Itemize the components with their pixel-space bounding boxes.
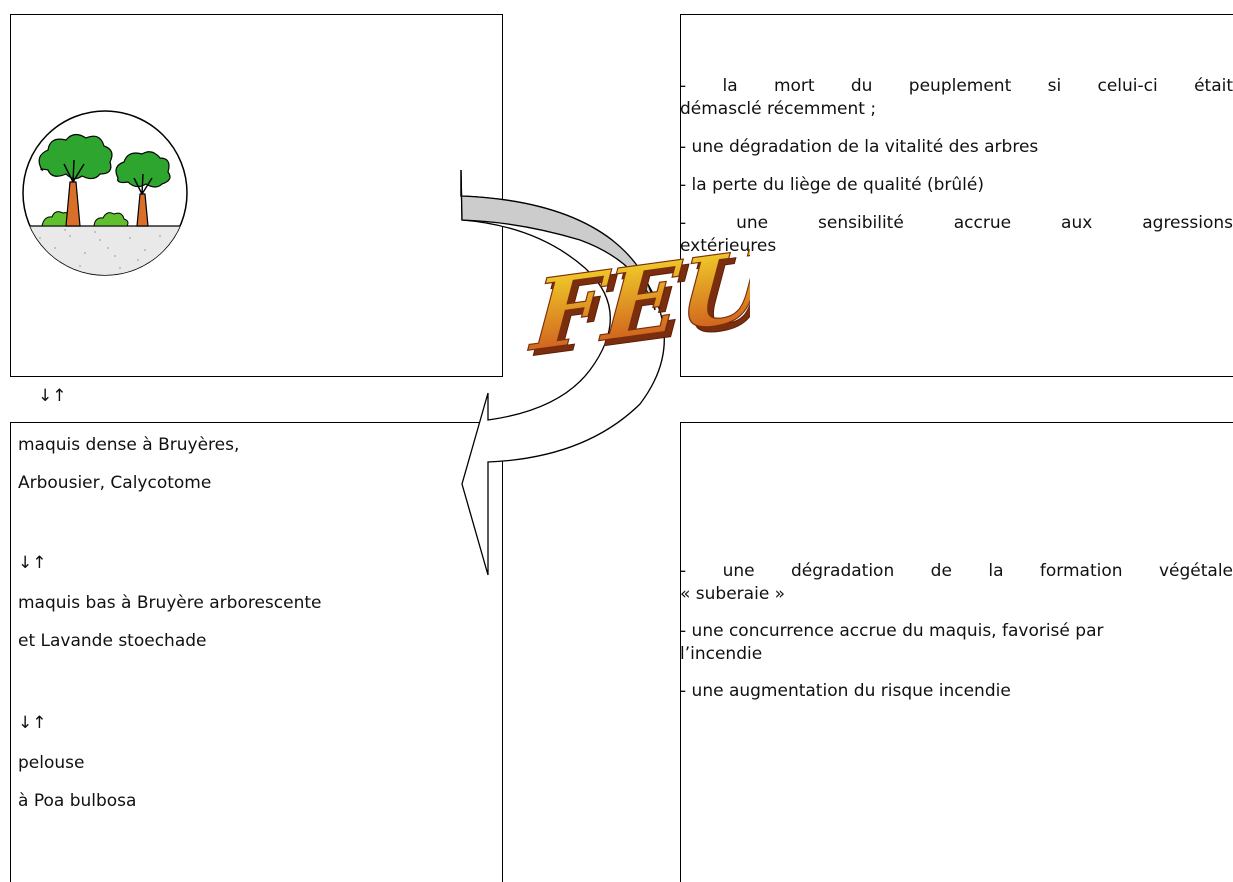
effect-stand-death-line-2: démasclé récemment ; — [680, 99, 877, 119]
effect-maquis-line-2: l’incendie — [680, 644, 763, 664]
succession-line-2: Arbousier, Calycotome — [18, 473, 212, 493]
succession-arrows-1: ↓↑ — [18, 553, 47, 573]
effect-maquis-line-1: - une concurrence accrue du maquis, favo… — [680, 621, 1104, 641]
effect-vitality: - une dégradation de la vitalité des arb… — [680, 137, 1039, 157]
box-fire-effects-formation — [680, 422, 1233, 882]
feux-face: FEUX — [525, 240, 750, 374]
effect-sensitivity-line-1: - une sensibilité accrue aux agressions — [680, 213, 1233, 233]
effect-formation-line-1: - une dégradation de la formation végéta… — [680, 561, 1233, 581]
succession-line-3: maquis bas à Bruyère arborescente — [18, 593, 322, 613]
succession-line-1: maquis dense à Bruyères, — [18, 435, 240, 455]
effect-cork-loss: - la perte du liège de qualité (brûlé) — [680, 175, 984, 195]
succession-line-6: à Poa bulbosa — [18, 791, 137, 811]
succession-line-5: pelouse — [18, 753, 85, 773]
succession-line-4: et Lavande stoechade — [18, 631, 207, 651]
effect-stand-death-line-1: - la mort du peuplement si celui-ci étai… — [680, 76, 1233, 96]
box-fire-effects-forest — [680, 14, 1233, 377]
effect-formation-line-2: « suberaie » — [680, 584, 786, 604]
effect-sensitivity-line-2: extérieures — [680, 236, 777, 256]
succession-arrows-2: ↓↑ — [18, 713, 47, 733]
box-vegetation-succession — [10, 422, 503, 882]
left-top-arrows: ↓↑ — [38, 386, 67, 406]
trees-in-circle-icon — [22, 110, 188, 276]
feux-wordart: FEUX FEUX — [525, 240, 750, 380]
effect-fire-risk: - une augmentation du risque incendie — [680, 681, 1011, 701]
